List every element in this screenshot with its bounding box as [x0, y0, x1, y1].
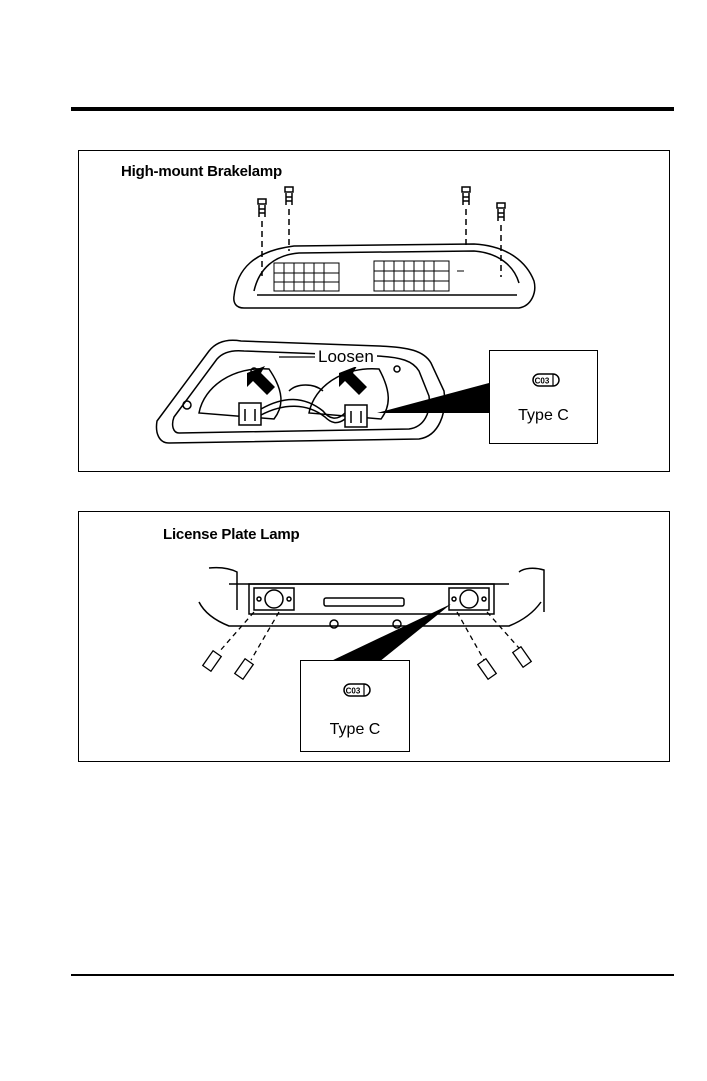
lamp-back-housing — [157, 340, 445, 443]
brakelamp-panel: High-mount Brakelamp — [78, 150, 670, 472]
license-plate-panel: License Plate Lamp — [78, 511, 670, 762]
screw-icon — [497, 203, 505, 277]
bumper-outline — [199, 568, 544, 628]
brakelamp-housing — [234, 244, 535, 308]
screw-icon — [457, 612, 496, 679]
screw-icon — [462, 187, 470, 249]
bulb-type-label: Type C — [490, 407, 597, 425]
bulb-type-label: Type C — [301, 721, 409, 739]
loosen-label: Loosen — [315, 347, 377, 367]
header-rule — [71, 107, 674, 111]
svg-text:C03: C03 — [535, 377, 550, 386]
bulb-type-callout: C03 Type C — [300, 660, 410, 752]
bulb-icon: C03 — [341, 679, 373, 701]
screw-icon — [235, 612, 279, 679]
arrow-icon — [339, 366, 367, 395]
screw-icon — [285, 187, 293, 251]
callout-pointer — [329, 604, 451, 662]
footer-rule — [71, 974, 674, 976]
svg-text:C03: C03 — [346, 687, 361, 696]
screw-icon — [487, 612, 531, 667]
bulb-icon: C03 — [530, 369, 562, 391]
screw-icon — [258, 199, 266, 276]
callout-pointer — [377, 383, 489, 413]
bulb-type-callout: C03 Type C — [489, 350, 598, 444]
